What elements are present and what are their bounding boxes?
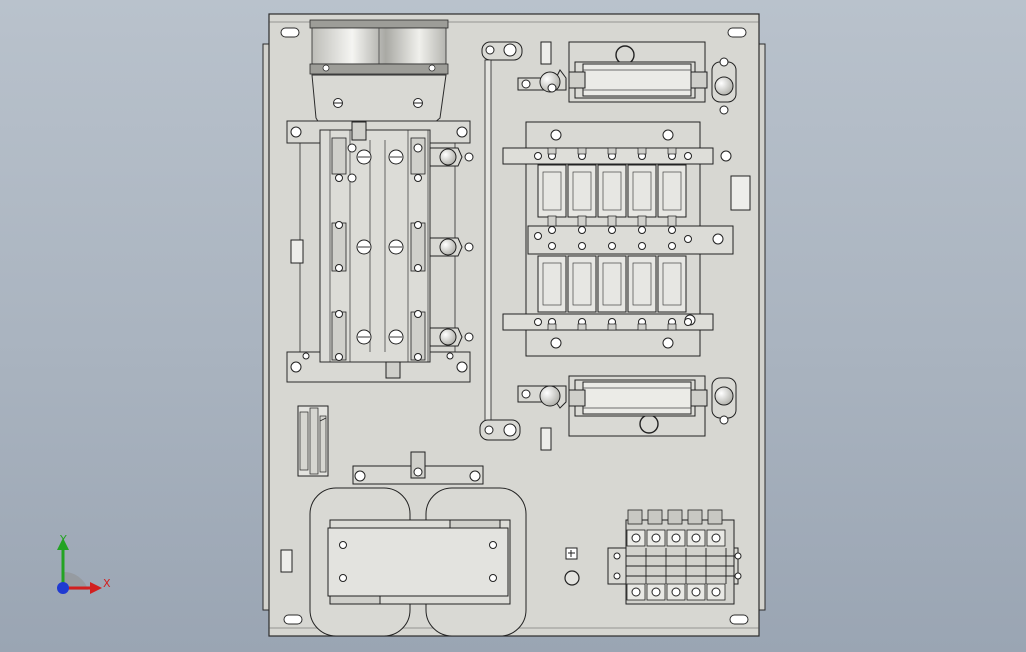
top-contactor[interactable] — [517, 41, 737, 115]
panel-slot — [280, 549, 293, 573]
fuse-module-block[interactable] — [502, 121, 734, 357]
fan-icon[interactable] — [309, 19, 449, 129]
bottom-contactor[interactable] — [517, 375, 737, 437]
y-axis-label: Y — [59, 533, 67, 546]
terminal-block-icon[interactable] — [607, 509, 742, 605]
panel-mounting-slots — [280, 27, 749, 625]
ground-symbol-icon — [564, 547, 580, 586]
panel-slot — [290, 239, 304, 264]
orientation-triad[interactable]: Y X — [57, 533, 111, 594]
x-axis-label: X — [103, 577, 111, 590]
panel-slot — [730, 175, 751, 211]
transformer-icon[interactable] — [309, 451, 527, 637]
panel-slot — [540, 41, 552, 451]
small-terminal-board[interactable] — [297, 405, 329, 477]
vertical-rod[interactable] — [479, 41, 523, 441]
rectifier-heatsink[interactable] — [286, 120, 474, 383]
